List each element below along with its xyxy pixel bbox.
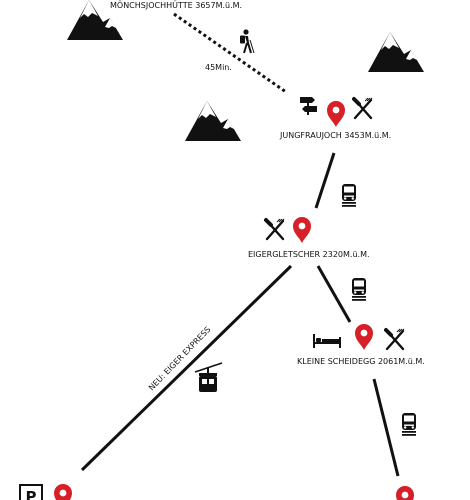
parking-icon: P <box>19 484 43 500</box>
train-icon <box>402 413 416 436</box>
parking-letter: P <box>26 488 37 500</box>
station-label-kleine-scheidegg: KLEINE SCHEIDEGG 2061M.ü.M. <box>297 357 425 366</box>
mountain-icon <box>368 32 424 72</box>
location-pin-icon[interactable] <box>327 101 345 127</box>
restaurant-icon <box>264 217 286 241</box>
station-label-eigergletscher: EIGERGLETSCHER 2320M.ü.M. <box>248 250 370 259</box>
hike-route-line <box>173 12 287 94</box>
mountain-icon <box>185 101 241 141</box>
rail-line-scheidegg <box>372 378 400 477</box>
hiker-icon <box>240 29 255 54</box>
train-icon <box>342 184 356 207</box>
signpost-icon <box>300 97 317 115</box>
location-pin-icon[interactable] <box>355 324 373 350</box>
train-icon <box>352 278 366 301</box>
location-pin-icon[interactable] <box>293 217 311 243</box>
station-label-jungfraujoch: JUNGFRAUJOCH 3453M.ü.M. <box>279 131 391 140</box>
hike-duration-label: 45Min. <box>205 63 232 72</box>
station-label-moenchsjoch: MÖNCHSJOCHHÜTTE 3657M.ü.M. <box>110 0 242 10</box>
restaurant-icon <box>352 96 374 120</box>
rail-line-eiger <box>316 265 352 323</box>
restaurant-icon <box>384 327 406 351</box>
location-pin-icon[interactable] <box>54 484 72 500</box>
eiger-express-line <box>80 264 293 472</box>
bed-icon <box>313 334 341 348</box>
location-pin-icon[interactable] <box>396 486 414 500</box>
rail-line-jungfrau <box>314 152 336 209</box>
cable-car-icon <box>194 362 223 392</box>
